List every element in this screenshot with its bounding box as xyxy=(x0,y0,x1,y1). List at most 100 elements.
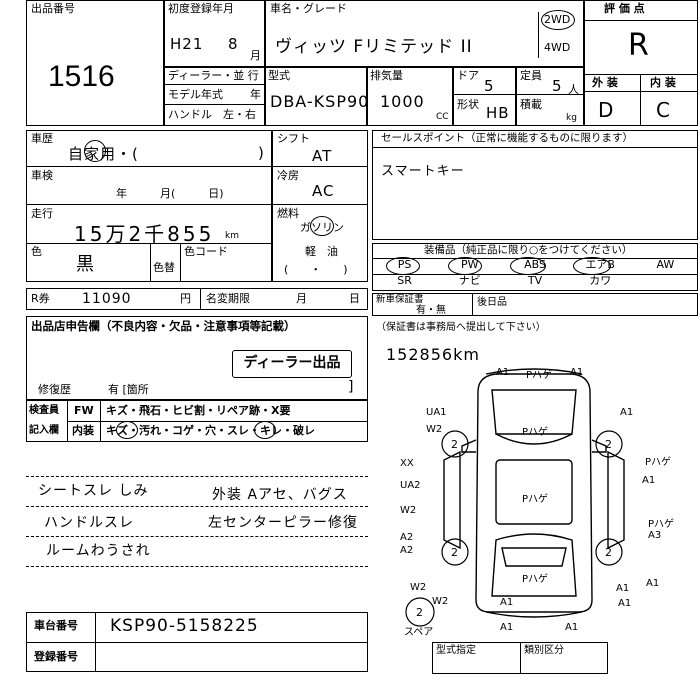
equip-sr: SR xyxy=(397,274,412,287)
spare-label: スペア xyxy=(404,627,434,638)
mark-7: Pハゲ xyxy=(522,427,549,438)
lot-label: 出品番号 xyxy=(31,2,75,15)
capacity-label: 定員 xyxy=(520,69,542,82)
tire-fr-value: 2 xyxy=(605,438,612,451)
mileage-value: 15万2千855 xyxy=(74,222,215,246)
car-name: ヴィッツ Fリミテッド II xyxy=(275,37,473,57)
score-value: R xyxy=(628,28,650,63)
mark-5: W2 xyxy=(426,424,443,435)
fw-items: キズ・飛石・ヒビ割・リペア跡・X要 xyxy=(106,404,291,417)
top-frame xyxy=(26,0,698,126)
first-reg-era: H21 xyxy=(170,35,204,53)
handle-label: ハンドル 左・右 xyxy=(168,108,256,121)
recycle-yen: 円 xyxy=(180,292,191,305)
warranty-label: 新車保証書 xyxy=(376,294,424,305)
reg-label: 登録番号 xyxy=(34,650,78,663)
shift-label: シフト xyxy=(277,132,310,145)
repair-value: 有 [箇所 xyxy=(108,383,149,396)
mark-13: Pハゲ xyxy=(522,494,549,505)
mark-14: A2 xyxy=(400,532,414,543)
shaken-label: 車検 xyxy=(31,169,53,182)
gasoline-circle xyxy=(310,216,334,236)
equipment-row-2: SR ナビ TV カワ xyxy=(372,274,698,290)
mark-17: Pハゲ xyxy=(648,519,675,530)
model-code: DBA-KSP90 xyxy=(270,92,370,111)
abs-circle xyxy=(510,257,546,275)
load-label: 積載 xyxy=(520,98,542,111)
recycle-label: R券 xyxy=(31,292,50,305)
private-use-circle xyxy=(84,140,106,162)
mark-12: W2 xyxy=(400,505,417,516)
dealer-label: ディーラー・並 行 xyxy=(168,69,259,82)
mark-18: A3 xyxy=(648,530,662,541)
type-label: 型式指定 xyxy=(436,645,476,656)
note-line-4: 左センターピラー修復 xyxy=(208,515,358,531)
warranty-frame xyxy=(372,293,698,316)
equip-leather: カワ xyxy=(589,274,612,287)
history-close-paren: ) xyxy=(258,144,264,162)
shape-value: HB xyxy=(486,104,510,122)
doors-label: ドア xyxy=(457,69,479,82)
pref-label: 名変期限 xyxy=(206,292,250,305)
month-unit: 月 xyxy=(250,49,261,62)
note-line-1: シートスレ しみ xyxy=(38,483,149,499)
lot-number: 1516 xyxy=(48,60,115,93)
pref-month: 月 xyxy=(296,292,307,305)
color-value: 黒 xyxy=(76,254,95,275)
equipment-title: 装備品（純正品に限り○をつけてください） xyxy=(424,244,633,256)
interior-inspect-label: 内装 xyxy=(72,424,94,437)
inspector-label-1: 検査員 xyxy=(29,405,59,416)
mark-19: Pハゲ xyxy=(522,574,549,585)
inspector-label-2: 記入欄 xyxy=(29,425,59,436)
odometer-note: 152856km xyxy=(386,345,480,364)
mark-8: Pハゲ xyxy=(645,457,672,468)
kg-unit: kg xyxy=(566,113,577,123)
tire-rr-value: 2 xyxy=(605,546,612,559)
mark-4: UA1 xyxy=(426,407,447,418)
sales-frame xyxy=(372,130,698,240)
warranty-options: 有・無 xyxy=(416,305,446,316)
ac-value: AC xyxy=(312,182,335,200)
sales-text: スマートキー xyxy=(381,164,465,179)
drive-2wd-circle xyxy=(541,10,575,30)
color-code-label: 色コード xyxy=(184,245,228,258)
chassis-number: KSP90-5158225 xyxy=(110,616,259,636)
repair-close: ] xyxy=(348,379,354,395)
history-label: 車歴 xyxy=(31,132,53,145)
airbag-circle xyxy=(573,257,611,275)
shape-label: 形状 xyxy=(457,98,479,111)
capacity-value: 5 xyxy=(552,77,563,95)
km-unit: km xyxy=(225,231,239,241)
interior-grade: C xyxy=(656,98,671,122)
fw-label: FW xyxy=(74,404,94,417)
mark-3: A1 xyxy=(570,367,584,378)
stain-circle xyxy=(116,421,138,439)
color-label: 色 xyxy=(31,245,42,258)
mark-10: UA2 xyxy=(400,480,421,491)
mark-24: A1 xyxy=(618,598,632,609)
scuff-circle xyxy=(254,421,276,439)
pw-circle xyxy=(448,257,482,275)
shaken-value: 年 月( 日) xyxy=(116,187,224,200)
ps-circle xyxy=(386,257,420,275)
mark-26: A1 xyxy=(565,622,579,633)
mark-25: A1 xyxy=(500,622,514,633)
mark-6: A1 xyxy=(620,407,634,418)
fuel-diesel: 軽 油 xyxy=(305,245,338,258)
shift-value: AT xyxy=(312,147,333,165)
fuel-paren: ( ・ ) xyxy=(284,263,348,276)
spare-tire-value: 2 xyxy=(416,606,423,619)
displacement-value: 1000 xyxy=(380,92,425,111)
note-line-5: ルームわうされ xyxy=(46,543,151,559)
shift-frame xyxy=(272,130,368,282)
exterior-label: 外 装 xyxy=(592,76,618,89)
equip-aw: AW xyxy=(656,258,675,271)
doors-value: 5 xyxy=(484,77,495,95)
model-label: 型式 xyxy=(268,69,290,82)
history-frame xyxy=(26,130,272,282)
mark-22: A1 xyxy=(616,583,630,594)
report-title: 出品店申告欄（不良内容・欠品・注意事項等記載） xyxy=(31,319,296,333)
warranty-date-label: 後日品 xyxy=(477,297,507,308)
